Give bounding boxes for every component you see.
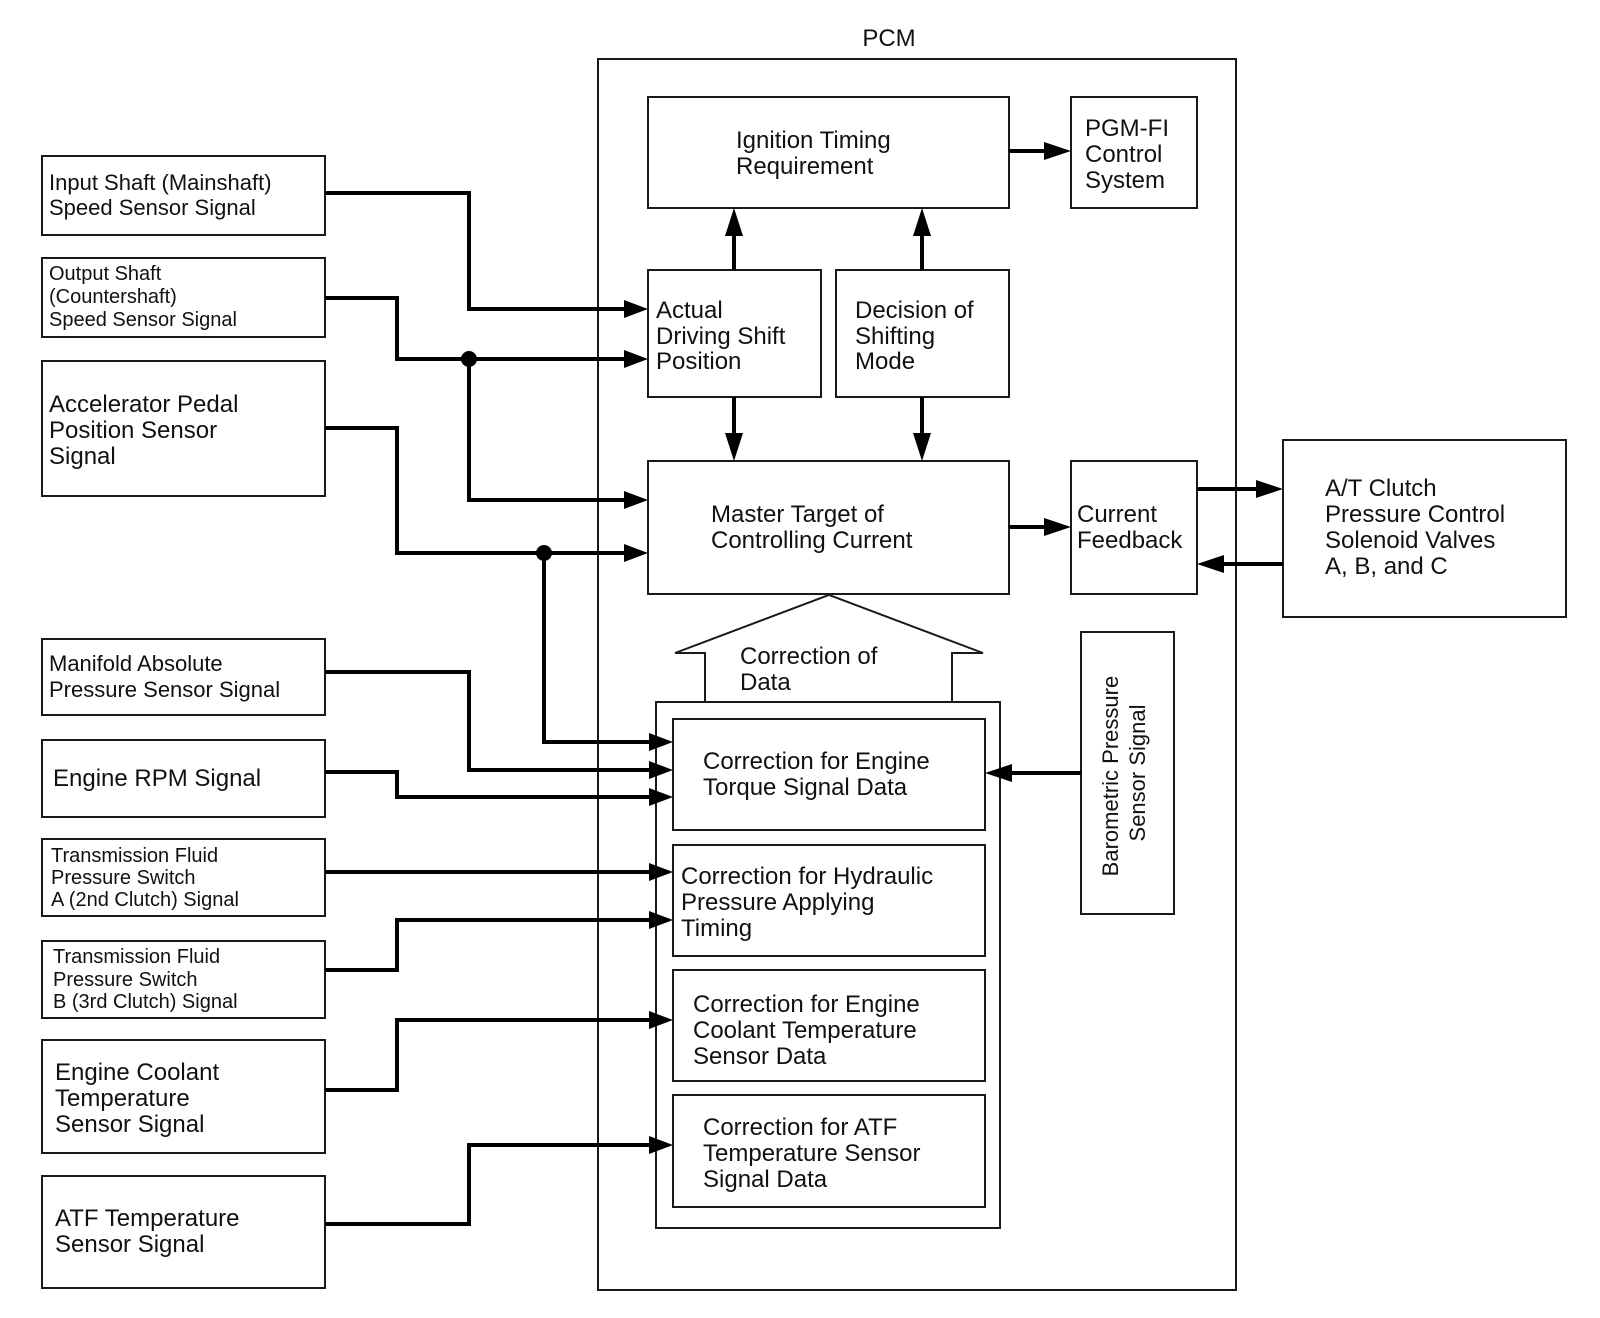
arrowhead-left [1197,555,1224,573]
ignition-timing-label: Ignition Timing Requirement [736,127,897,180]
correction-hydraulic-block: Correction for Hydraulic Pressure Applyi… [672,844,986,957]
correction-torque-label: Correction for Engine Torque Signal Data [703,748,936,801]
decision-shifting-mode-block: Decision of Shifting Mode [835,269,1010,398]
actual-shift-label: Actual Driving Shift Position [656,297,792,375]
wire-output-shaft-branch [467,359,628,502]
input-shaft-label: Input Shaft (Mainshaft) Speed Sensor Sig… [49,170,278,220]
wire-input-shaft [325,191,628,311]
arrowhead-right [649,1136,673,1154]
arrowhead-right [649,761,673,779]
arrowhead-right [1044,142,1071,160]
actual-shift-position-block: Actual Driving Shift Position [647,269,822,398]
output-shaft-label: Output Shaft (Countershaft) Speed Sensor… [49,263,237,331]
arrowhead-down [913,433,931,461]
wire-rpm [325,770,652,799]
engine-rpm-label: Engine RPM Signal [53,765,261,792]
accelerator-pedal-sensor-box: Accelerator Pedal Position Sensor Signal [41,360,326,497]
tfp-switch-a-label: Transmission Fluid Pressure Switch A (2n… [51,845,239,911]
correction-atf-block: Correction for ATF Temperature Sensor Si… [672,1094,986,1208]
at-clutch-solenoid-label: A/T Clutch Pressure Control Solenoid Val… [1325,475,1512,580]
current-feedback-block: Current Feedback [1070,460,1198,595]
wire-ect [325,1018,652,1092]
arrowhead-right [1044,518,1071,536]
wire-accelerator-branch [542,553,652,744]
arrowhead-right [624,544,648,562]
junction-dot [536,545,552,561]
arrowhead-right [649,788,673,806]
pcm-frame [597,58,1237,1291]
arrowhead-right [649,863,673,881]
correction-of-data-arrow: Correction of Data [674,593,984,702]
at-clutch-solenoid-box: A/T Clutch Pressure Control Solenoid Val… [1282,439,1567,618]
wire-atf [325,1143,652,1226]
map-sensor-label: Manifold Absolute Pressure Sensor Signal [49,651,280,702]
correction-torque-block: Correction for Engine Torque Signal Data [672,718,986,831]
pgm-fi-block: PGM-FI Control System [1070,96,1198,209]
correction-of-data-label: Correction of Data [740,643,884,696]
baro-sensor-box: Barometric Pressure Sensor Signal [1080,631,1175,915]
master-target-label: Master Target of Controlling Current [711,501,913,554]
master-target-block: Master Target of Controlling Current [647,460,1010,595]
wire-accelerator [325,426,628,555]
tfp-switch-b-box: Transmission Fluid Pressure Switch B (3r… [41,940,326,1019]
wire-output-shaft [325,296,628,361]
pcm-title: PCM [862,25,915,52]
correction-atf-label: Correction for ATF Temperature Sensor Si… [703,1114,927,1193]
wire-tfp-b [325,918,652,972]
arrowhead-up [913,208,931,236]
input-shaft-speed-sensor-box: Input Shaft (Mainshaft) Speed Sensor Sig… [41,155,326,236]
arrowheads [624,142,1283,1154]
arrowhead-down [725,433,743,461]
correction-coolant-label: Correction for Engine Coolant Temperatur… [693,991,926,1070]
current-feedback-label: Current Feedback [1077,501,1183,554]
arrowhead-right [624,350,648,368]
ect-sensor-label: Engine Coolant Temperature Sensor Signal [55,1059,226,1138]
signal-wires [325,149,1283,1226]
correction-coolant-block: Correction for Engine Coolant Temperatur… [672,969,986,1082]
arrowhead-right [649,1011,673,1029]
arrowhead-right [624,491,648,509]
engine-rpm-box: Engine RPM Signal [41,739,326,818]
junction-dot [461,351,477,367]
arrowhead-right [624,300,648,318]
arrowhead-right [649,911,673,929]
ignition-timing-block: Ignition Timing Requirement [647,96,1010,209]
arrowhead-right [649,733,673,751]
map-sensor-box: Manifold Absolute Pressure Sensor Signal [41,638,326,716]
ect-sensor-box: Engine Coolant Temperature Sensor Signal [41,1039,326,1154]
arrowhead-left [985,764,1012,782]
wire-map [325,670,652,772]
correction-group-frame [655,701,1001,1229]
baro-sensor-label: Barometric Pressure Sensor Signal [1098,670,1150,877]
atf-sensor-label: ATF Temperature Sensor Signal [55,1205,246,1258]
decision-mode-label: Decision of Shifting Mode [855,297,980,375]
arrowhead-up [725,208,743,236]
arrowhead-right [1256,480,1283,498]
atf-sensor-box: ATF Temperature Sensor Signal [41,1175,326,1289]
output-shaft-speed-sensor-box: Output Shaft (Countershaft) Speed Sensor… [41,257,326,338]
pgm-fi-label: PGM-FI Control System [1085,115,1176,194]
tfp-switch-a-box: Transmission Fluid Pressure Switch A (2n… [41,838,326,917]
accelerator-label: Accelerator Pedal Position Sensor Signal [49,391,245,470]
correction-hydraulic-label: Correction for Hydraulic Pressure Applyi… [681,863,940,942]
tfp-switch-b-label: Transmission Fluid Pressure Switch B (3r… [53,946,238,1013]
